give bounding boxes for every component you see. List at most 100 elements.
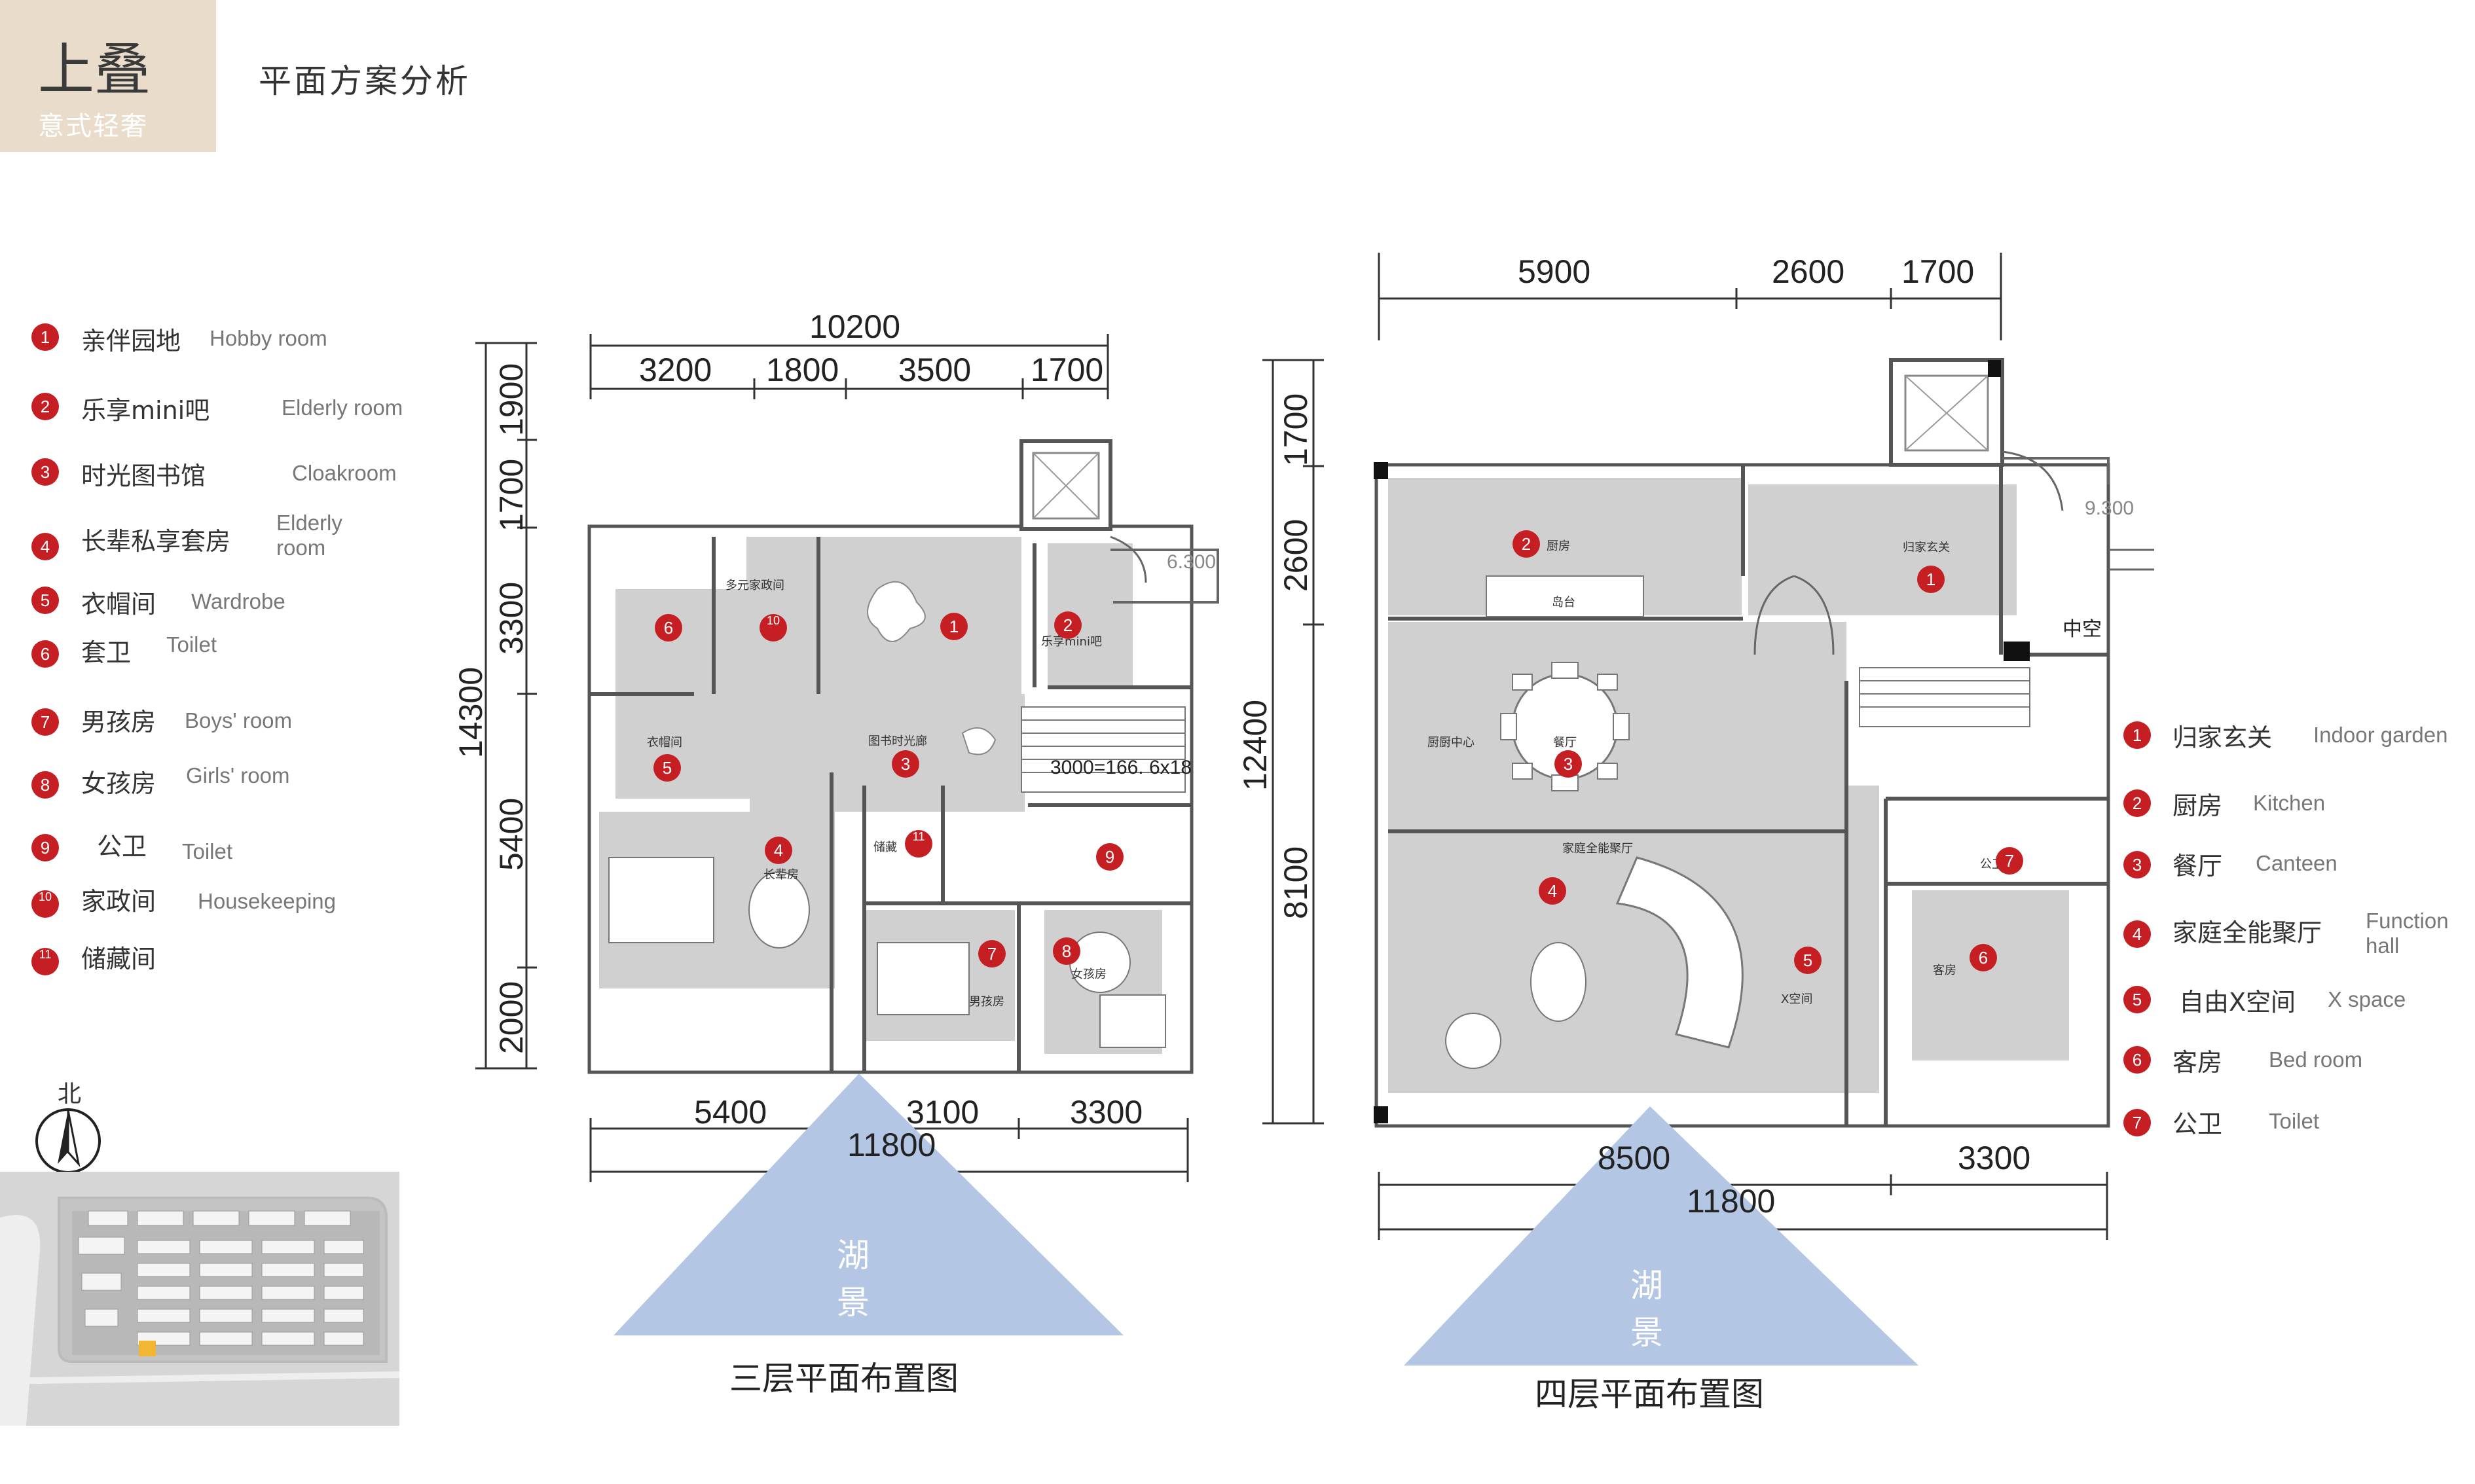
legend-number: 10	[31, 890, 59, 918]
section-heading: 平面方案分析	[259, 62, 471, 100]
floor-plan-caption: 三层平面布置图	[729, 1360, 959, 1398]
room-label: 厨房	[1547, 539, 1570, 553]
legend-label-en: Toilet	[2269, 1109, 2320, 1133]
page-title: 上叠	[38, 37, 151, 103]
legend-number: 4	[31, 533, 59, 560]
legend-number: 1	[31, 323, 59, 351]
room-label: 归家玄关	[1903, 541, 1950, 554]
legend-label-en: Hobby room	[210, 326, 327, 350]
legend-number: 6	[31, 640, 59, 668]
legend-label-en: Function hall	[2366, 909, 2449, 958]
dim-bottom-part: 3300	[1958, 1140, 2031, 1176]
room-label: 储藏	[873, 841, 897, 854]
dim-left-part: 2600	[1277, 518, 1314, 592]
plan-badge: 2	[1512, 530, 1540, 558]
plan-badge: 2	[1054, 611, 1082, 639]
level-mark: 9.300	[2085, 498, 2135, 519]
legend-label-cn: 餐厅	[2172, 852, 2223, 880]
dim-bottom-part: 3300	[1070, 1094, 1143, 1131]
legend-number: 6	[2123, 1046, 2151, 1074]
legend-number: 3	[2123, 851, 2151, 878]
legend-label-en: Toilet	[182, 839, 233, 863]
legend-number: 9	[31, 834, 59, 861]
north-label: 北	[58, 1081, 82, 1108]
site-highlight	[139, 1341, 156, 1356]
legend-label-en: Indoor garden	[2313, 723, 2448, 747]
plan-badge: 3	[892, 750, 919, 778]
room-label: 图书时光廊	[868, 734, 927, 748]
plan-badge: 10	[760, 614, 787, 642]
dim-bottom-part: 3100	[906, 1094, 980, 1131]
legend-label-cn: 家政间	[81, 887, 156, 916]
lake-view-triangle-4	[1404, 1106, 1918, 1366]
legend-label-cn: 套卫	[81, 638, 132, 667]
dim-top-part: 1700	[1031, 352, 1104, 388]
legend-label-cn: 家庭全能聚厅	[2172, 918, 2322, 947]
legend-number: 8	[31, 771, 59, 799]
legend-label-cn: 厨房	[2172, 791, 2223, 820]
plan-badge: 4	[765, 837, 792, 864]
legend-label-en: Canteen	[2256, 851, 2338, 875]
legend-label-en: Elderly room	[282, 395, 403, 420]
legend-label-cn: 归家玄关	[2172, 723, 2273, 752]
void-label: 中空	[2062, 618, 2102, 641]
legend-label-cn: 女孩房	[81, 769, 156, 798]
plan-badge: 5	[1794, 947, 1822, 974]
stair-note: 3000=166. 6x18	[1050, 757, 1192, 778]
room-label: 家庭全能聚厅	[1562, 842, 1633, 856]
legend-number: 7	[2123, 1109, 2151, 1136]
legend-label-en: Kitchen	[2253, 791, 2326, 815]
legend-label-cn: 自由X空间	[2179, 988, 2296, 1017]
lake-view-label: 湖景	[1630, 1267, 1663, 1352]
site-map	[0, 1172, 400, 1426]
plan-badge: 11	[905, 830, 932, 858]
plan-badge: 4	[1539, 877, 1566, 905]
dim-bottom-part: 5400	[694, 1094, 767, 1131]
dim-top-total: 10200	[809, 308, 901, 345]
legend-label-en: X space	[2328, 987, 2406, 1011]
legend-label-cn: 客房	[2172, 1048, 2223, 1077]
plan-badge: 9	[1096, 843, 1124, 871]
legend-number: 7	[31, 708, 59, 736]
header-badge	[0, 0, 216, 152]
dim-top-part: 1800	[766, 352, 839, 388]
legend-label-en: Girls' room	[186, 763, 290, 787]
legend-number: 3	[31, 458, 59, 486]
dim-top-part: 5900	[1518, 253, 1591, 290]
legend-label-en: Cloakroom	[292, 461, 397, 485]
legend-label-cn: 储藏间	[81, 945, 156, 973]
legend-number: 2	[2123, 789, 2151, 817]
dim-top-part: 2600	[1772, 253, 1845, 290]
plan-badge: 5	[653, 754, 681, 782]
plan-badge: 7	[978, 940, 1006, 968]
legend-number: 5	[2123, 986, 2151, 1013]
legend-number: 1	[2123, 721, 2151, 749]
legend-label-cn: 公卫	[2172, 1110, 2223, 1138]
room-label: 男孩房	[969, 995, 1004, 1009]
plan-badge: 7	[1996, 847, 2023, 875]
legend-label-cn: 亲伴园地	[81, 327, 181, 355]
dim-left-total: 12400	[1237, 699, 1274, 791]
room-label: 餐厅	[1553, 736, 1577, 750]
room-label: 长辈房	[763, 868, 799, 882]
dim-left-part: 1700	[1277, 393, 1314, 466]
room-label: 乐享mini吧	[1041, 635, 1102, 649]
plan4-building	[1374, 358, 2154, 1128]
plan-badge: 6	[1970, 944, 1997, 971]
legend-label-en: Housekeeping	[198, 889, 336, 913]
floor-plan-caption: 四层平面布置图	[1535, 1375, 1764, 1413]
legend-number: 4	[2123, 920, 2151, 948]
plan-badge: 8	[1053, 937, 1080, 965]
legend-number: 2	[31, 393, 59, 420]
legend-label-cn: 长辈私享套房	[81, 527, 231, 556]
dim-top-part: 1700	[1901, 253, 1975, 290]
dim-bottom-total: 11800	[1687, 1183, 1776, 1220]
plan-badge: 6	[655, 614, 682, 642]
legend-number: 5	[31, 587, 59, 614]
dim-bottom-part: 8500	[1598, 1140, 1671, 1176]
lake-view-label: 湖景	[837, 1237, 870, 1322]
legend-label-en: Elderly room	[276, 511, 342, 560]
level-mark: 6.300	[1167, 551, 1217, 573]
